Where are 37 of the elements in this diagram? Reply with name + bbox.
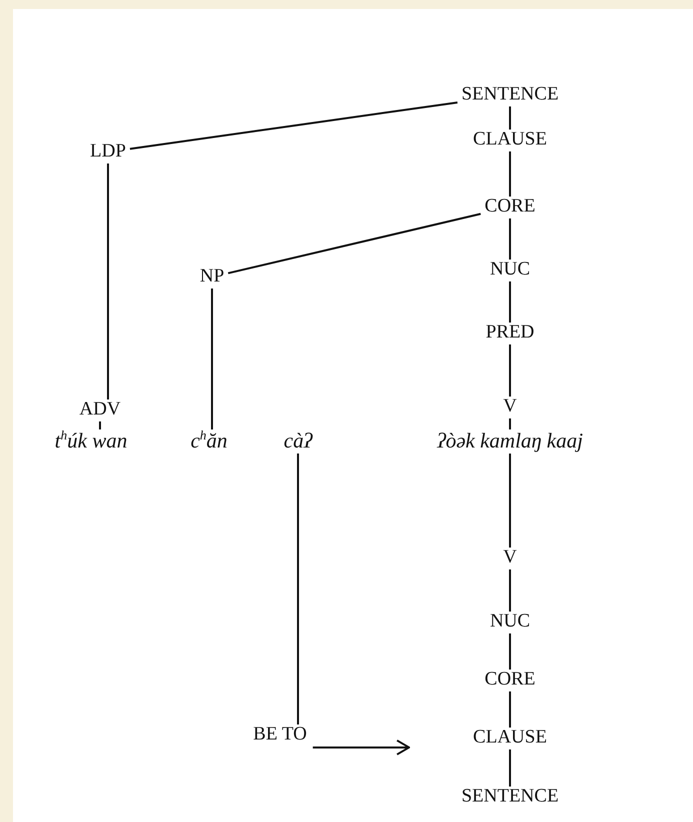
tree-branch-line — [509, 106, 511, 130]
node-label: LDP — [90, 142, 126, 162]
node-label: PRED — [486, 322, 534, 344]
word-label: t$^{h}$úk wan — [54, 429, 128, 453]
node-label: NUC — [490, 612, 530, 632]
node-label: NUC — [490, 260, 530, 280]
tree-branch-line — [509, 454, 511, 548]
tree-branch-line — [509, 633, 511, 670]
tree-branch-line — [211, 288, 213, 430]
node-label: NP — [200, 266, 224, 288]
tree-branch-line — [99, 421, 101, 430]
tree-branch-line — [509, 691, 511, 728]
node-label: V — [503, 396, 517, 418]
node-label: ADV — [79, 400, 121, 420]
arrow — [312, 739, 410, 756]
node-label: BE TO — [253, 724, 307, 746]
tree-branch-line — [509, 218, 511, 260]
tree-branch-line — [509, 281, 511, 323]
tree-branch-line — [509, 749, 511, 787]
tree-branch-line — [228, 212, 481, 274]
tree-branch-line — [509, 344, 511, 397]
node-label: V — [503, 548, 517, 568]
tree-branch-line — [509, 151, 511, 197]
word-label: c$^{h}$ăn — [190, 429, 228, 453]
node-label: SENTENCE — [461, 786, 559, 808]
node-label: CLAUSE — [473, 130, 547, 150]
tree-branch-line — [107, 163, 109, 400]
tree-branch-line — [130, 101, 458, 150]
word-label: ʔòək kamlaŋ kaaj — [437, 429, 583, 453]
node-label: CORE — [484, 196, 536, 218]
tree-branch-line — [509, 569, 511, 612]
node-label: CORE — [484, 670, 536, 690]
tree-branch-line — [297, 454, 299, 725]
word-label: càʔ — [284, 429, 312, 453]
tree-branch-line — [509, 418, 511, 430]
node-label: SENTENCE — [461, 84, 559, 106]
node-label: CLAUSE — [473, 728, 547, 748]
